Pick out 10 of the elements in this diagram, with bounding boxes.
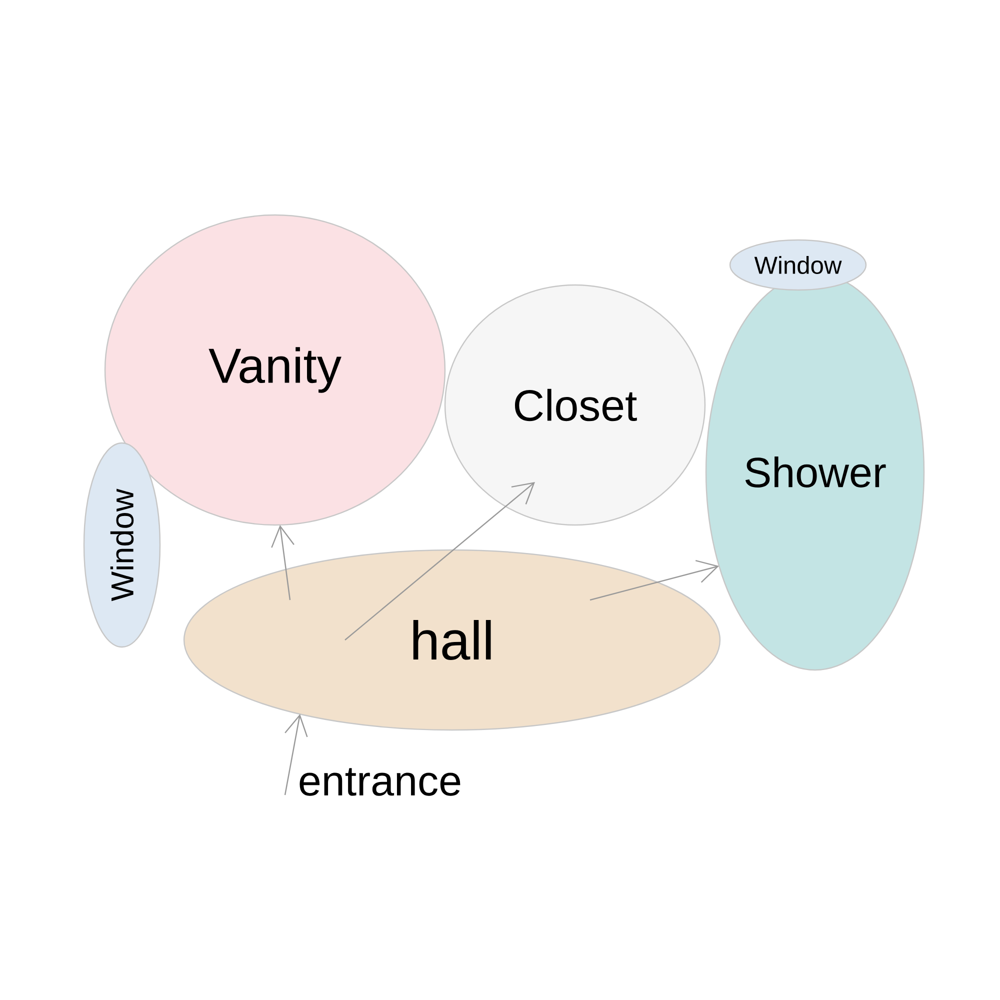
entrance-label: entrance	[300, 768, 460, 796]
room-bubble: hall	[183, 549, 721, 731]
window-bubble: Window	[729, 239, 867, 291]
arrow	[344, 482, 535, 640]
arrow	[271, 525, 294, 600]
arrow	[590, 560, 719, 601]
window-bubble: Window	[83, 442, 161, 648]
arrow	[284, 714, 308, 796]
room-bubble: Closet	[444, 284, 706, 526]
room-bubble: Shower	[705, 273, 925, 671]
